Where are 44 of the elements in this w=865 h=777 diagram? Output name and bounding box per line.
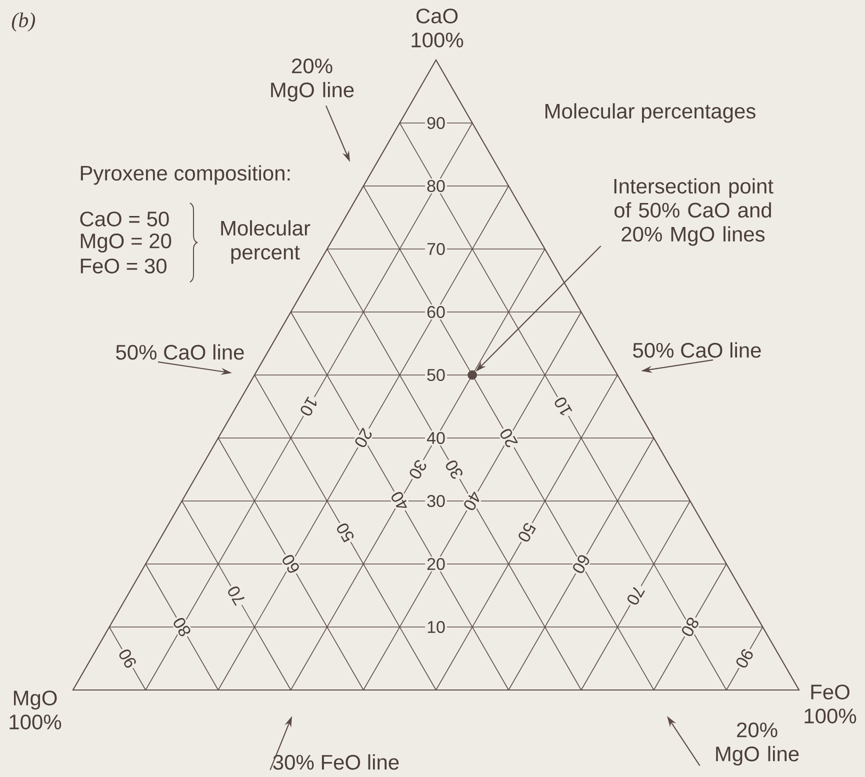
tick-label: 10: [296, 393, 321, 420]
tick-label: 70: [224, 582, 248, 609]
callout-text: 20% MgO line: [271, 58, 354, 102]
tick-label: 50: [514, 519, 539, 546]
tick-label: 30: [406, 456, 430, 483]
tick-label: 60: [278, 550, 303, 578]
text-label: MgO 100%: [10, 690, 62, 730]
tick-label: 40: [425, 430, 447, 446]
text-label: FeO 100%: [804, 684, 856, 724]
text-label: Pyroxene composition:: [80, 165, 290, 185]
tick-label: 90: [732, 645, 756, 672]
tick-label: 40: [388, 488, 412, 514]
tick-label: 80: [678, 614, 702, 640]
tick-label: 40: [460, 488, 484, 514]
callout-text: 50% CaO line: [116, 344, 244, 360]
tick-label: 80: [425, 178, 447, 194]
callout-text: 50% CaO line: [633, 342, 761, 358]
text-label: CaO 100%: [412, 8, 464, 48]
tick-label: 90: [425, 115, 447, 131]
tick-label: 50: [333, 519, 358, 546]
intersection-dot: [468, 370, 477, 380]
tick-label: 90: [116, 645, 140, 672]
tick-label: 10: [551, 393, 575, 420]
tick-label: 30: [425, 494, 447, 509]
tick-label: 70: [624, 582, 648, 609]
figure-label: (b): [12, 12, 36, 32]
tick-label: 10: [425, 620, 447, 635]
text-label: Molecular percent: [221, 220, 310, 264]
tick-label: 20: [496, 424, 521, 452]
text-label: Molecular percentages: [546, 103, 756, 123]
callout-text: 20% MgO line: [716, 722, 799, 766]
tick-label: 80: [170, 614, 194, 640]
text-label: CaO = 50: [80, 212, 169, 226]
callout-text: Intersection point of 50% CaO and 20% MgO lines: [614, 178, 774, 246]
tick-label: 60: [425, 304, 447, 320]
callout-text: 30% FeO line: [273, 754, 399, 770]
tick-label: 30: [442, 456, 466, 483]
text-label: FeO = 30: [80, 258, 166, 274]
tick-label: 70: [425, 241, 447, 257]
tick-label: 20: [351, 424, 376, 452]
text-label: MgO = 20: [80, 234, 172, 253]
tick-label: 50: [425, 368, 447, 383]
tick-label: 60: [569, 550, 594, 578]
tick-label: 20: [425, 556, 447, 572]
